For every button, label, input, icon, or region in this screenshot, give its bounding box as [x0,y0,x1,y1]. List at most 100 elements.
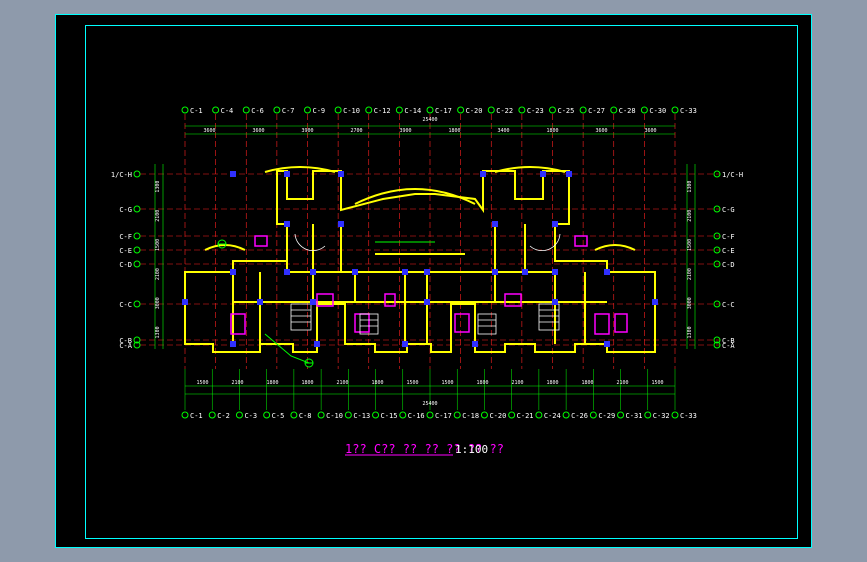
axis-label-top: C-30 [640,106,666,115]
axis-label-text: C-E [722,247,735,255]
axis-label-bottom: C-24 [535,411,561,420]
column-marker [492,269,498,275]
axis-label-bottom: C-15 [372,411,397,420]
outer-frame [55,14,812,548]
axis-label-left: C-B [119,336,141,345]
axis-label-text: C-3 [244,412,257,420]
axis-label-text: C-C [119,301,132,309]
axis-label-text: C-17 [435,107,452,115]
dimension-bottom: 2100 [336,380,348,386]
dimension-top: 3600 [644,128,656,134]
axis-label-bottom: C-32 [644,411,670,420]
axis-label-text: C-28 [619,107,636,115]
dimension-left: 2100 [155,268,161,280]
column-marker [402,269,408,275]
axis-label-text: C-B [119,337,132,345]
axis-label-left: C-G [119,205,141,214]
axis-label-text: C-G [722,206,735,214]
axis-label-top: C-28 [610,106,636,115]
dimension-right: 1300 [687,326,693,338]
axis-label-text: C-4 [221,107,234,115]
dimension-bottom: 1500 [651,380,663,386]
column-marker [492,221,498,227]
axis-label-bottom: C-18 [453,411,479,420]
annotations [217,239,435,368]
column-marker [314,341,320,347]
dimension-right: 2100 [687,210,693,222]
column-marker [284,221,290,227]
axis-label-text: C-20 [489,412,506,420]
axis-label-bottom: C-31 [617,411,642,420]
axis-label-text: 1/C-H [722,171,743,179]
fixtures [230,235,628,335]
column-marker [424,269,430,275]
column-marker [472,341,478,347]
axis-label-right: C-F [713,232,735,241]
column-marker [540,171,546,177]
dimension-top: 1800 [448,128,460,134]
column-marker [424,299,430,305]
axis-label-text: C-2 [217,412,230,420]
axis-label-text: C-29 [598,412,615,420]
column-marker [522,269,528,275]
axis-label-text: C-23 [527,107,544,115]
dimension-top: 3600 [252,128,264,134]
axis-label-left: C-C [119,300,141,309]
dimension-left: 1300 [155,326,161,338]
axis-label-text: C-24 [544,412,561,420]
column-marker [284,269,290,275]
axis-label-right: C-B [713,336,735,345]
axis-label-text: C-A [119,342,132,350]
axis-label-top: C-12 [365,106,391,115]
axis-label-top: C-10 [334,106,360,115]
dimension-top: 3900 [301,128,313,134]
axis-label-right: C-C [713,300,735,309]
dimension-left: 1300 [155,181,161,193]
column-marker [338,171,344,177]
column-marker [552,221,558,227]
column-marker [552,299,558,305]
axis-label-top: C-25 [549,106,574,115]
dimension-right: 3000 [687,297,693,309]
column-marker [182,299,188,305]
axis-label-text: C-5 [272,412,285,420]
dimension-bottom: 1500 [406,380,418,386]
dimension-right: 2100 [687,268,693,280]
axis-label-text: C-F [119,233,132,241]
axis-label-text: 1/C-H [111,171,132,179]
dimension-bottom: 1800 [266,380,278,386]
axis-label-top: C-7 [273,106,295,115]
inner-frame [85,25,798,539]
dimension-overall-top: 25400 [422,117,437,123]
dimension-overall-bottom: 25400 [422,401,437,407]
axis-label-text: C-30 [649,107,666,115]
axis-label-left: C-D [119,260,141,269]
axis-label-text: C-12 [374,107,391,115]
axis-label-text: C-27 [588,107,605,115]
axis-label-top: C-6 [242,106,264,115]
axis-label-text: C-G [119,206,132,214]
axis-label-bottom: C-33 [671,411,697,420]
dimension-bottom: 1800 [371,380,383,386]
axis-label-text: C-B [722,337,735,345]
axis-label-text: C-22 [496,107,513,115]
dimension-top: 2700 [350,128,362,134]
axis-label-bottom: C-29 [589,411,615,420]
axis-label-text: C-17 [435,412,452,420]
axis-label-text: C-14 [404,107,421,115]
axis-label-left: C-E [119,246,141,255]
dimension-bottom: 1800 [546,380,558,386]
axis-label-text: C-20 [466,107,483,115]
dimension-top: 3600 [595,128,607,134]
axis-label-text: C-16 [408,412,425,420]
column-marker [310,299,316,305]
axis-label-bottom: C-17 [426,411,452,420]
structural-columns [182,171,658,347]
dimension-top: 1800 [546,128,558,134]
axis-label-text: C-1 [190,412,203,420]
column-marker [230,269,236,275]
dimension-top: 3900 [399,128,411,134]
axis-label-text: C-8 [299,412,312,420]
